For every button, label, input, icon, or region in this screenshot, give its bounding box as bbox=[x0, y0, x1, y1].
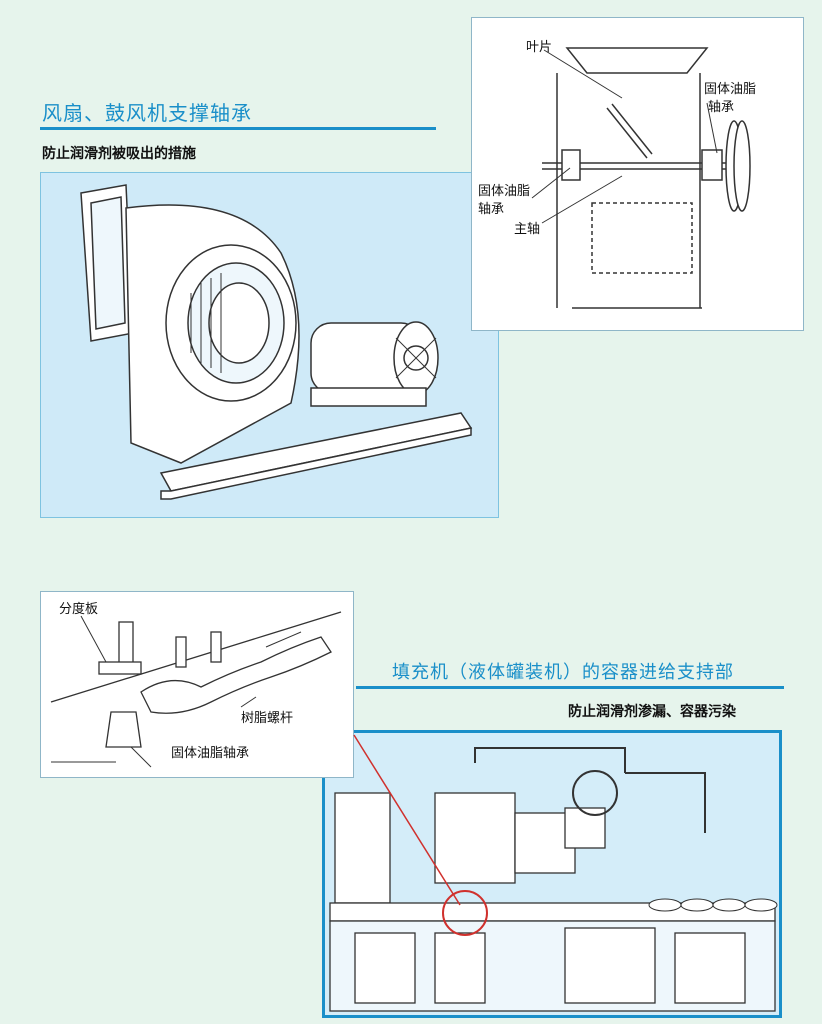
filler-bearing-detail-box: 分度板 树脂螺杆 固体油脂轴承 bbox=[40, 591, 354, 778]
filler-section-title: 填充机（液体罐装机）的容器进给支持部 bbox=[392, 662, 734, 683]
resin-screw-label: 树脂螺杆 bbox=[241, 711, 294, 726]
bearing-label: 固体油脂轴承 bbox=[171, 746, 250, 761]
fan-bearing-detail-box: 叶片 固体油脂 轴承 固体油脂 轴承 主轴 bbox=[471, 17, 804, 331]
fan-section-subtitle: 防止润滑剂被吸出的措施 bbox=[42, 146, 196, 162]
bearing-left-label-line2: 轴承 bbox=[478, 202, 505, 217]
centrifugal-fan-illustration bbox=[80, 184, 473, 500]
shaft-label: 主轴 bbox=[514, 222, 541, 237]
screw-conveyor-diagram bbox=[50, 611, 342, 768]
filler-section-subtitle: 防止润滑剂渗漏、容器污染 bbox=[568, 704, 736, 720]
fan-illustration-panel bbox=[40, 172, 499, 518]
index-plate-label: 分度板 bbox=[59, 602, 99, 617]
filler-machine-panel bbox=[322, 730, 782, 1018]
bearing-highlight-circle bbox=[442, 890, 488, 936]
bearing-right-label-line1: 固体油脂 bbox=[704, 82, 757, 97]
fan-cross-section-diagram bbox=[531, 47, 751, 309]
fan-title-rule bbox=[40, 127, 436, 130]
bearing-left-label-line1: 固体油脂 bbox=[478, 184, 531, 199]
bearing-right-label-line2: 轴承 bbox=[708, 100, 735, 115]
filling-machine-illustration bbox=[329, 747, 778, 1012]
filler-title-rule bbox=[356, 686, 784, 689]
fan-section-title: 风扇、鼓风机支撑轴承 bbox=[42, 101, 252, 125]
blade-label: 叶片 bbox=[526, 40, 553, 55]
